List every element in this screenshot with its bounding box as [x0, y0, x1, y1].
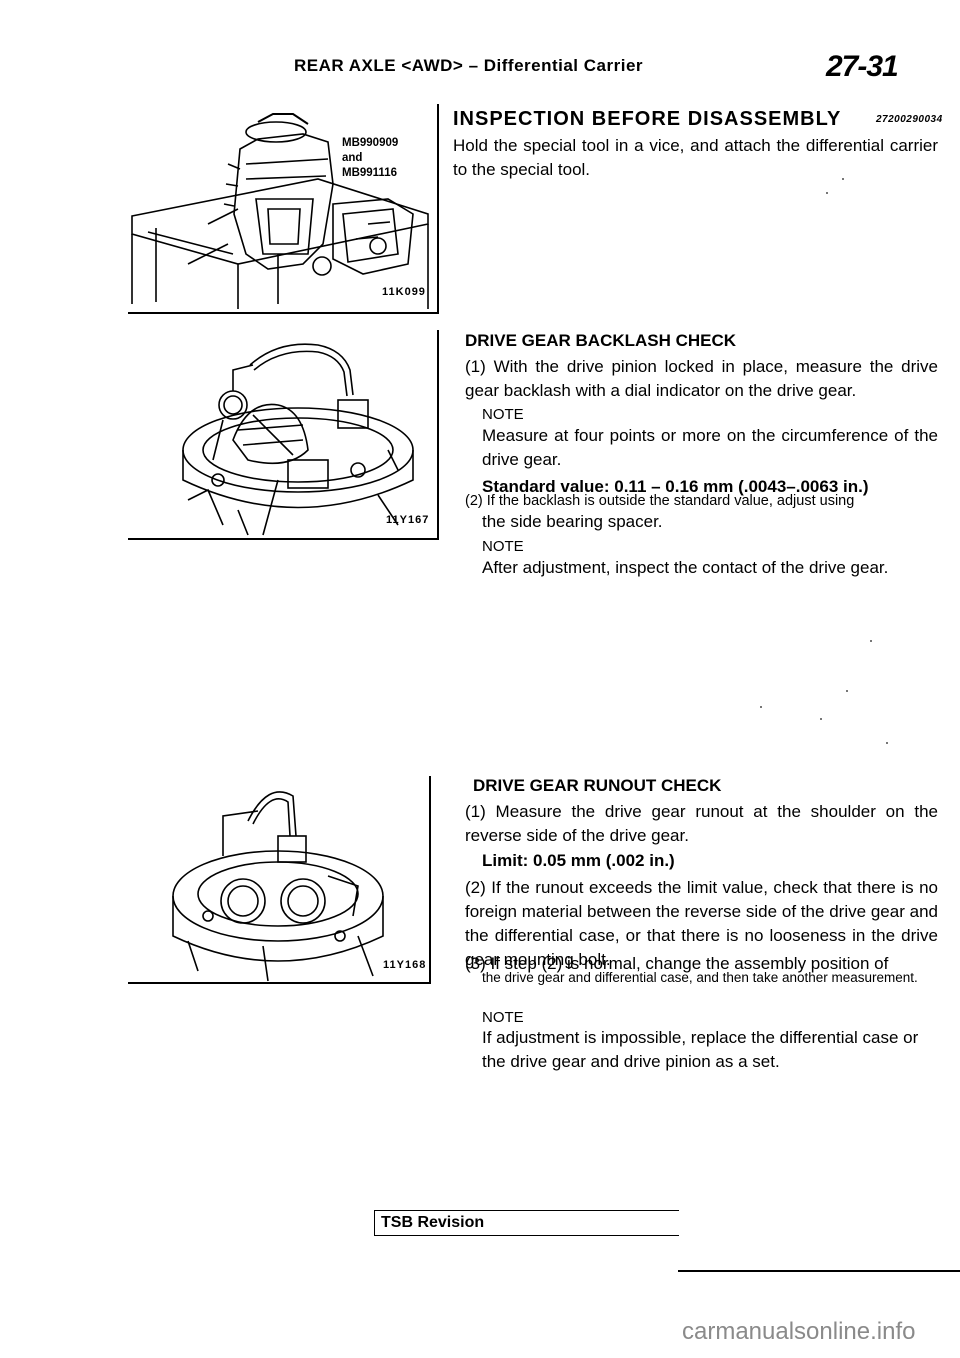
- backlash-step-2-rest: the side bearing spacer.: [482, 512, 663, 531]
- figure-code: 11K099: [382, 286, 426, 298]
- backlash-step-2-first: (2) If the backlash is outside the stand…: [465, 493, 855, 509]
- figure-runout-check: 11Y168: [128, 776, 431, 984]
- figure-special-tool: MB990909 and MB991116 11K099: [128, 104, 439, 314]
- page-header: REAR AXLE <AWD> – Differential Carrier: [294, 56, 644, 75]
- backlash-note-label: NOTE: [482, 406, 524, 423]
- backlash-check-illustration: [182, 343, 414, 536]
- runout-limit: Limit: 0.05 mm (.002 in.): [482, 851, 675, 870]
- runout-step-1: (1) Measure the drive gear runout at the…: [465, 802, 938, 845]
- backlash-step-1: (1) With the drive pinion locked in plac…: [465, 357, 938, 400]
- runout-step-3-rest: the drive gear and differential case, an…: [482, 970, 918, 985]
- tool-label-1: MB990909: [342, 137, 399, 149]
- tool-label-2: and: [342, 152, 363, 164]
- inspection-title: INSPECTION BEFORE DISASSEMBLY: [453, 108, 842, 130]
- footer-rule: [678, 1270, 960, 1272]
- page-number: 27-31: [826, 50, 899, 83]
- runout-note: If adjustment is impossible, replace the…: [482, 1028, 919, 1071]
- figure-backlash-check: 11Y167: [128, 330, 439, 540]
- inspection-body: Hold the special tool in a vice, and att…: [453, 136, 938, 179]
- tsb-revision-box: TSB Revision: [374, 1210, 679, 1236]
- inspection-code: 27200290034: [876, 114, 943, 125]
- backlash-title: DRIVE GEAR BACKLASH CHECK: [465, 331, 737, 350]
- runout-step-3-first: (3) If step (2) is normal, change the as…: [465, 954, 889, 973]
- figure-code: 11Y167: [386, 514, 430, 526]
- backlash-note-1: Measure at four points or more on the ci…: [482, 426, 938, 469]
- tool-label-3: MB991116: [342, 167, 397, 179]
- backlash-note-2: After adjustment, inspect the contact of…: [482, 558, 889, 577]
- watermark: carmanualsonline.info: [682, 1318, 916, 1345]
- figure-code: 11Y168: [383, 959, 427, 971]
- runout-note-label: NOTE: [482, 1009, 524, 1026]
- runout-step-2: (2) If the runout exceeds the limit valu…: [465, 878, 938, 969]
- runout-check-illustration: [172, 791, 384, 982]
- special-tool-illustration: [131, 113, 429, 309]
- runout-title: DRIVE GEAR RUNOUT CHECK: [473, 776, 722, 795]
- backlash-standard-value: Standard value: 0.11 – 0.16 mm (.0043–.0…: [482, 477, 869, 496]
- tool-labels: MB990909 and MB991116: [342, 136, 398, 181]
- backlash-note-label-2: NOTE: [482, 538, 524, 555]
